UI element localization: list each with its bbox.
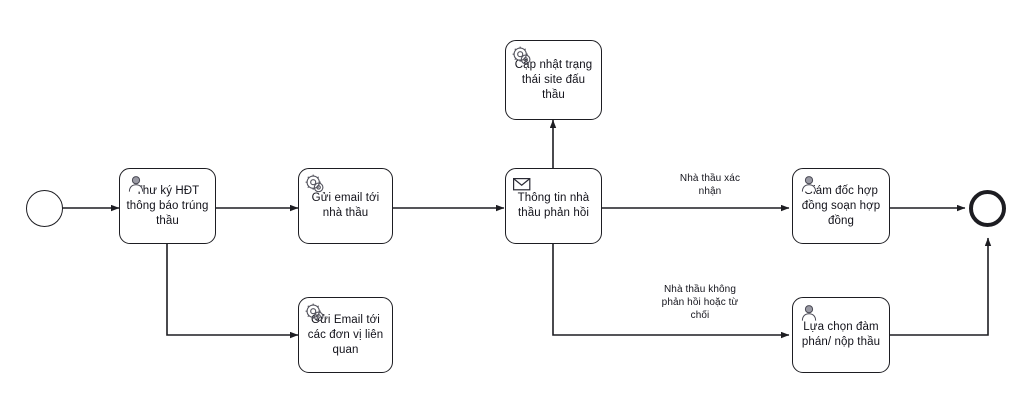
task-thong-tin-phan-hoi[interactable]: Thông tin nhà thầu phản hồi [505, 168, 602, 244]
edge-label-nha-thau-xac-nhan: Nhà thầu xác nhận [679, 173, 741, 197]
task-label: Thông tin nhà thầu phản hồi [517, 192, 590, 219]
edge-luachon-to-end [890, 237, 992, 336]
task-label: Cập nhật trạng thái site đấu thầu [514, 58, 593, 101]
task-label: Giám đốc hợp đồng soạn hợp đồng [801, 184, 881, 227]
task-label: Gửi email tới nhà thầu [311, 192, 380, 219]
edge-thuky-to-donvi [166, 243, 299, 339]
task-lua-chon-dam-phan[interactable]: Lựa chọn đàm phán/ nộp thầu [792, 297, 890, 373]
task-label: Lựa chọn đàm phán/ nộp thầu [801, 321, 881, 348]
task-giam-doc-soan-hop-dong[interactable]: Giám đốc hợp đồng soạn hợp đồng [792, 168, 890, 244]
task-label: Gửi Email tới các đơn vị liên quan [307, 313, 384, 356]
edge-thongtin-to-luachon [552, 243, 790, 339]
task-gui-email-nha-thau[interactable]: Gửi email tới nhà thầu [298, 168, 393, 244]
task-thu-ky-hdt[interactable]: Thư ký HĐT thông báo trúng thầu [119, 168, 216, 244]
start-event[interactable] [26, 190, 63, 227]
edge-label-nha-thau-khong-phan-hoi: Nhà thầu không phản hồi hoặc từ chối [661, 284, 739, 321]
task-gui-email-don-vi[interactable]: Gửi Email tới các đơn vị liên quan [298, 297, 393, 373]
task-cap-nhat-site[interactable]: Cập nhật trạng thái site đấu thầu [505, 40, 602, 120]
task-label: Thư ký HĐT thông báo trúng thầu [126, 184, 209, 227]
end-event[interactable] [969, 190, 1006, 227]
